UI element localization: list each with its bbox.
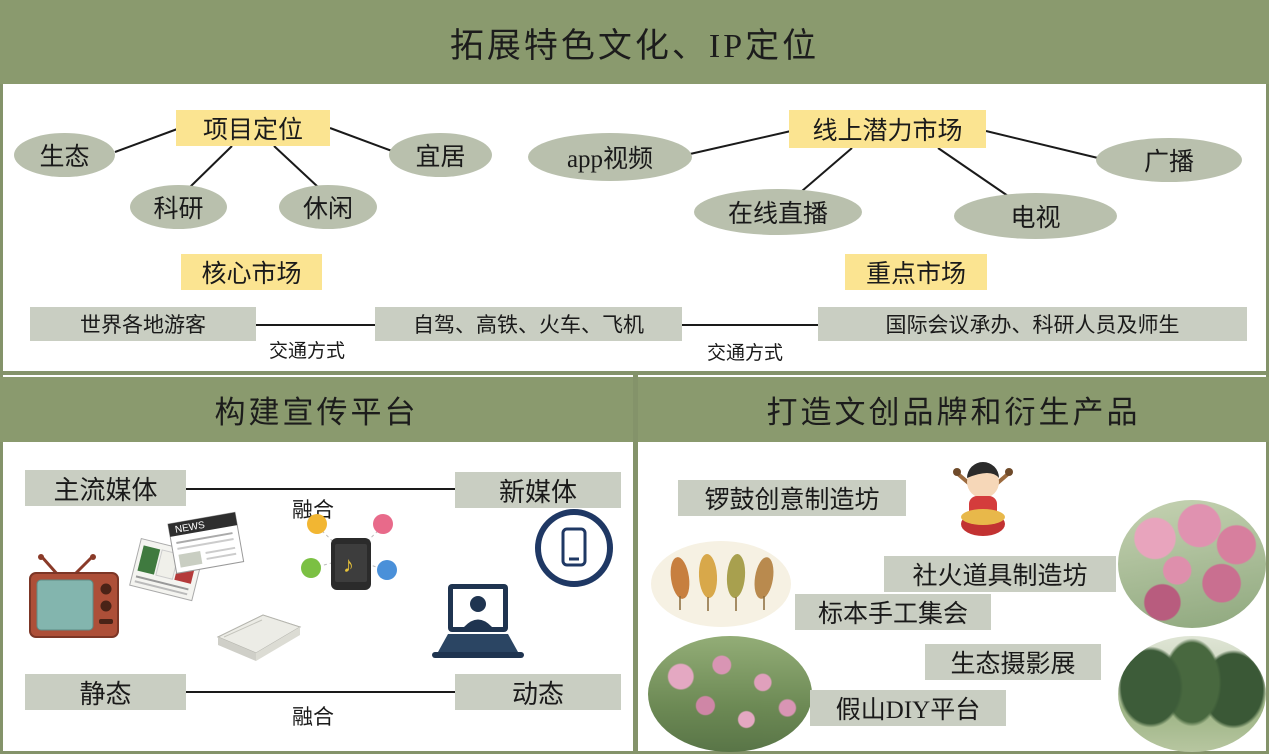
node-app-video: app视频	[528, 133, 692, 181]
brand-item-drum-workshop: 锣鼓创意制造坊	[678, 480, 906, 516]
node-livable: 宜居	[389, 133, 492, 177]
node-broadcast: 广播	[1096, 138, 1242, 182]
node-online-potential-market: 线上潜力市场	[789, 110, 986, 148]
node-research: 科研	[130, 185, 227, 229]
top-section-title: 拓展特色文化、IP定位	[449, 27, 820, 65]
flow-box-conference-researchers: 国际会议承办、科研人员及师生	[818, 307, 1247, 341]
transport-mode-label-1: 交通方式	[268, 341, 345, 362]
flow-box-transport-modes: 自驾、高铁、火车、飞机	[375, 307, 682, 341]
brand-panel-banner: 打造文创品牌和衍生产品	[638, 377, 1269, 442]
node-core-market: 核心市场	[181, 254, 322, 290]
publicity-panel-banner: 构建宣传平台	[0, 377, 633, 442]
tv-icon	[29, 554, 119, 638]
node-tv: 电视	[954, 193, 1117, 239]
brand-panel-title: 打造文创品牌和衍生产品	[766, 395, 1141, 430]
flower-festival-photo	[1118, 500, 1266, 628]
static-box: 静态	[25, 674, 186, 710]
transport-mode-label-2: 交通方式	[706, 343, 783, 364]
top-banner: 拓展特色文化、IP定位	[0, 0, 1269, 84]
newspaper-icon: NEWS	[129, 511, 245, 602]
news-masthead-text: NEWS	[174, 520, 206, 536]
smart-devices-icon: ♪	[301, 514, 397, 590]
node-leisure: 休闲	[279, 185, 377, 229]
fusion-label-bottom: 融合	[292, 705, 334, 729]
publicity-panel-title: 构建宣传平台	[214, 395, 419, 430]
vertical-divider	[633, 371, 638, 754]
flow-box-world-tourists: 世界各地游客	[30, 307, 256, 341]
leaf-specimen-photo	[651, 541, 791, 627]
garden-photo	[648, 636, 812, 752]
drummer-boy-illustration	[953, 462, 1013, 536]
brand-item-specimen-craft-fair: 标本手工集会	[795, 594, 991, 630]
node-ecology: 生态	[14, 133, 115, 177]
brand-item-eco-photography-exhibition: 生态摄影展	[925, 644, 1101, 680]
new-media-box: 新媒体	[455, 472, 621, 508]
node-project-positioning: 项目定位	[176, 110, 330, 146]
notebook-icon	[216, 614, 302, 661]
smartphone-icon	[535, 509, 613, 587]
mainstream-media-box: 主流媒体	[25, 470, 186, 506]
music-note-icon: ♪	[343, 552, 354, 577]
brand-item-shehuo-props-workshop: 社火道具制造坊	[884, 556, 1116, 592]
forest-photo	[1118, 636, 1266, 752]
node-key-market: 重点市场	[845, 254, 987, 290]
laptop-video-call-icon	[432, 584, 524, 658]
node-live-streaming: 在线直播	[694, 189, 862, 235]
brand-item-rockery-diy-platform: 假山DIY平台	[810, 690, 1006, 726]
dynamic-box: 动态	[455, 674, 621, 710]
